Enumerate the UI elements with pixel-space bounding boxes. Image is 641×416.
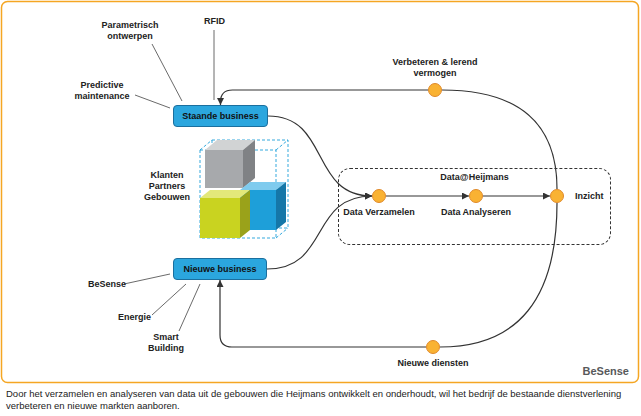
leader-line bbox=[214, 30, 215, 100]
leader-line bbox=[152, 284, 186, 315]
frame bbox=[2, 2, 639, 383]
process-box: Staande business bbox=[173, 105, 268, 127]
step-circle: Nieuwe diensten bbox=[426, 340, 440, 354]
logo-text: BeSense bbox=[583, 366, 629, 377]
side-label: Predictive maintenance bbox=[72, 80, 132, 102]
side-label: Smart Building bbox=[146, 332, 186, 354]
cubes bbox=[200, 140, 288, 238]
flow-arrow bbox=[267, 196, 372, 269]
node-label: Data Analyseren bbox=[416, 207, 536, 218]
node-label: Nieuwe diensten bbox=[373, 358, 493, 369]
node-label: Inzicht bbox=[575, 191, 604, 202]
leader-lines bbox=[124, 30, 214, 331]
leader-line bbox=[135, 95, 170, 108]
outline-cube bbox=[200, 140, 288, 238]
step-circle: Data Analyseren bbox=[469, 189, 483, 203]
flow-arrow bbox=[483, 195, 550, 196]
step-circle: Verbeteren & lerend vermogen bbox=[428, 83, 442, 97]
node-label: Nieuwe business bbox=[182, 259, 258, 279]
grey-cube bbox=[205, 140, 255, 188]
step-circle: Inzicht bbox=[550, 189, 564, 203]
side-label: Parametrisch ontwerpen bbox=[100, 20, 160, 42]
node-label: Verbeteren & lerend vermogen bbox=[385, 57, 485, 79]
caption: Door het verzamelen en analyseren van da… bbox=[6, 388, 634, 412]
flow-arrow bbox=[268, 116, 372, 196]
step-circle: Data Verzamelen bbox=[372, 189, 386, 203]
group-region: Data@HeijmansData VerzamelenData Analyse… bbox=[338, 168, 611, 245]
leader-line bbox=[179, 284, 200, 331]
flow-arrow bbox=[386, 195, 469, 196]
yellow-cube bbox=[200, 190, 250, 238]
flow-arrow bbox=[440, 203, 557, 347]
side-label: BeSense bbox=[88, 279, 126, 290]
node-label: Data Verzamelen bbox=[319, 207, 439, 218]
side-label: RFID bbox=[204, 16, 225, 27]
side-label: Energie bbox=[118, 312, 151, 323]
side-label: Klanten Partners Gebouwen bbox=[142, 170, 192, 203]
node-label: Data@Heijmans bbox=[339, 172, 610, 182]
process-box: Nieuwe business bbox=[173, 258, 267, 280]
leader-line bbox=[124, 274, 170, 284]
leader-line bbox=[152, 44, 182, 101]
flow-arrow bbox=[220, 280, 426, 347]
node-label: Staande business bbox=[182, 106, 259, 126]
flow-arrow bbox=[221, 90, 429, 105]
